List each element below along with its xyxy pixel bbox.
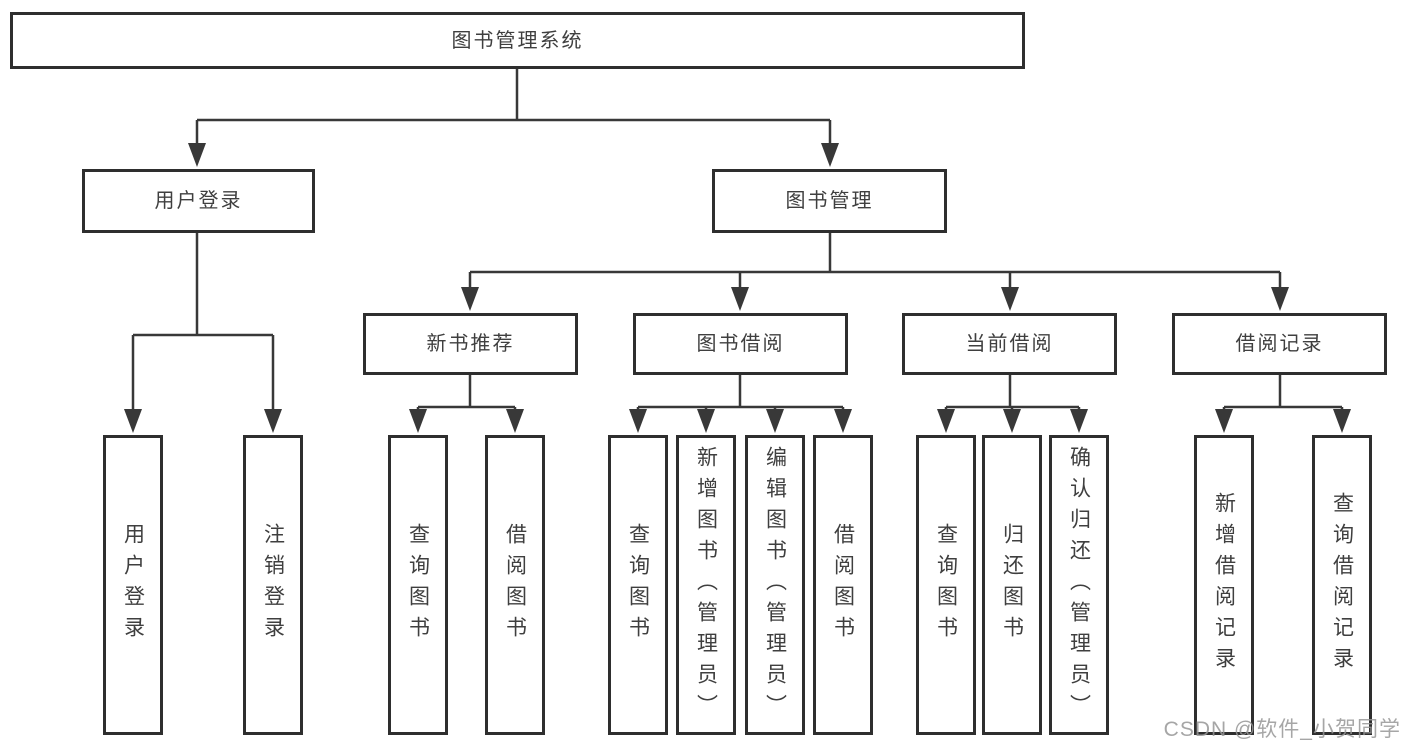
- node-borrowing-records: 借阅记录: [1172, 313, 1387, 375]
- node-borrow-books: 借阅图书: [813, 435, 873, 735]
- node-borrow-books-recommend: 借阅图书: [485, 435, 545, 735]
- node-logout-login: 注销登录: [243, 435, 303, 735]
- node-query-books-recommend: 查询图书: [388, 435, 448, 735]
- node-confirm-return-admin: 确认归还（管理员）: [1049, 435, 1109, 735]
- node-query-books-borrow: 查询图书: [608, 435, 668, 735]
- node-edit-book-admin: 编辑图书（管理员）: [745, 435, 805, 735]
- node-root: 图书管理系统: [10, 12, 1025, 69]
- node-user-login-branch: 用户登录: [82, 169, 315, 233]
- node-add-borrow-record: 新增借阅记录: [1194, 435, 1254, 735]
- node-user-login: 用户登录: [103, 435, 163, 735]
- node-book-management: 图书管理: [712, 169, 947, 233]
- node-add-book-admin: 新增图书（管理员）: [676, 435, 736, 735]
- node-query-books-current: 查询图书: [916, 435, 976, 735]
- node-current-borrowing: 当前借阅: [902, 313, 1117, 375]
- node-book-borrowing: 图书借阅: [633, 313, 848, 375]
- watermark-text: CSDN @软件_小贺同学: [1163, 718, 1401, 741]
- node-return-books: 归还图书: [982, 435, 1042, 735]
- node-query-borrow-record: 查询借阅记录: [1312, 435, 1372, 735]
- node-new-book-recommend: 新书推荐: [363, 313, 578, 375]
